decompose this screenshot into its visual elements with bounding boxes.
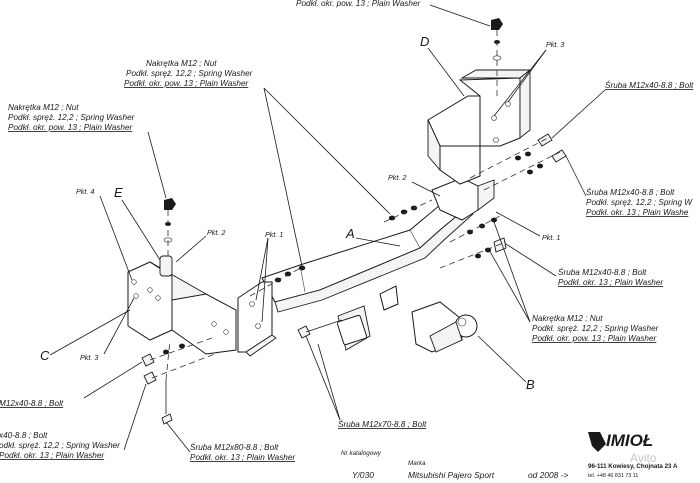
pkt2-mid-label: Pkt. 2 <box>388 173 406 182</box>
svg-text:Śruba M12x40-8.8 ; Bolt: Śruba M12x40-8.8 ; Bolt <box>558 266 647 277</box>
svg-text:Podkł. okr. pow. 13 ; Plain Wa: Podkł. okr. pow. 13 ; Plain Washer <box>532 334 657 343</box>
top-washer-label: Podkł. okr. pow. 13 ; Plain Washer <box>296 0 421 8</box>
pkt1-right-label: Pkt. 1 <box>542 233 560 242</box>
catalog-number-label: Nr katalogowy <box>341 450 382 457</box>
svg-text:Podkł. okr. 13 ; Plain Washer: Podkł. okr. 13 ; Plain Washer <box>190 453 295 462</box>
svg-text:Podkł. spręż. 12,2 ; Spring Wa: Podkł. spręż. 12,2 ; Spring Washer <box>532 324 659 333</box>
part-label-d: D <box>420 34 429 49</box>
part-letters: A B C D E <box>40 34 535 392</box>
svg-text:Nakrętka M12 ; Nut: Nakrętka M12 ; Nut <box>8 103 79 112</box>
svg-text:Podkł. spręż. 12,2 ; Spring Wa: Podkł. spręż. 12,2 ; Spring Washer <box>8 113 135 122</box>
svg-text:Nakrętka M12 ; Nut: Nakrętka M12 ; Nut <box>532 314 603 323</box>
pkt3-left-label: Pkt. 3 <box>80 353 98 362</box>
part-label-e: E <box>114 185 123 200</box>
company-phone: tel. +48 46 831 73 11 <box>588 473 638 479</box>
svg-text:Podkł. okr. 13 ; Plain Washe: Podkł. okr. 13 ; Plain Washe <box>586 208 689 217</box>
company-logo-block: IMIOŁ 96-111 Kowiesy, Chojnata 23 A tel.… <box>588 431 678 479</box>
watermark-text: Avito <box>630 451 657 465</box>
svg-text:Nakrętka M12 ; Nut: Nakrętka M12 ; Nut <box>146 59 217 68</box>
svg-text:Podkł. spręż. 12,2 ; Spring Wa: Podkł. spręż. 12,2 ; Spring Washer <box>126 69 253 78</box>
callout-bolt-right-top: Śruba M12x40-8.8 ; Bolt <box>551 79 694 139</box>
callout-bolt-80: Śruba M12x80-8.8 ; Bolt Podkł. okr. 13 ;… <box>165 421 295 462</box>
svg-text:Podkł. okr. pow. 13 ; Plain Wa: Podkł. okr. pow. 13 ; Plain Washer <box>124 79 249 88</box>
callout-bolt-right-mid: Śruba M12x40-8.8 ; Bolt Podkł. spręż. 12… <box>565 155 693 217</box>
callout-nut-left: Nakrętka M12 ; Nut Podkł. spręż. 12,2 ; … <box>8 103 167 199</box>
part-label-b: B <box>526 377 535 392</box>
main-crossbar-a <box>237 177 495 357</box>
svg-text:odkł. spręż. 12,2 ; Spring Was: odkł. spręż. 12,2 ; Spring Washer <box>0 441 120 450</box>
callout-bolt-left-a: M12x40-8.8 ; Bolt <box>0 361 143 408</box>
svg-text:Śruba M12x40-8.8 ; Bolt: Śruba M12x40-8.8 ; Bolt <box>605 79 694 90</box>
company-logo: IMIOŁ <box>606 431 653 450</box>
catalog-number-value: Y/030 <box>352 470 374 480</box>
company-address: 96-111 Kowiesy, Chojnata 23 A <box>588 463 678 470</box>
pkt-labels: Pkt. 4 Pkt. 2 Pkt. 1 Pkt. 3 Pkt. 3 Pkt. … <box>76 40 564 362</box>
part-label-c: C <box>40 348 50 363</box>
brand-label: Marka <box>408 460 426 467</box>
pkt4-label: Pkt. 4 <box>76 187 94 196</box>
svg-text:Śruba M12x80-8.8 ; Bolt: Śruba M12x80-8.8 ; Bolt <box>190 441 279 452</box>
svg-text:Podkł. okr. 13 ; Plain Washer: Podkł. okr. 13 ; Plain Washer <box>558 278 663 287</box>
callout-nut-right: Nakrętka M12 ; Nut Podkł. spręż. 12,2 ; … <box>487 221 659 343</box>
part-label-a: A <box>345 226 355 241</box>
date-value: od 2008 -> <box>528 470 568 480</box>
svg-text:Podkł. spręż. 12,2 ; Spring W: Podkł. spręż. 12,2 ; Spring W <box>586 198 693 207</box>
svg-text:M12x40-8.8 ; Bolt: M12x40-8.8 ; Bolt <box>0 399 64 408</box>
callout-bolt-70: Śruba M12x70-8.8 ; Bolt <box>305 335 427 429</box>
callout-nut-top: Nakrętka M12 ; Nut Podkł. spręż. 12,2 ; … <box>124 59 391 267</box>
bracket-e <box>127 255 237 355</box>
svg-text:x40-8.8 ; Bolt: x40-8.8 ; Bolt <box>0 431 48 440</box>
svg-text:Śruba M12x40-8.8 ; Bolt: Śruba M12x40-8.8 ; Bolt <box>586 186 675 197</box>
pkt2-left-label: Pkt. 2 <box>207 228 225 237</box>
tow-ball-b <box>336 285 478 353</box>
pkt1-left-label: Pkt. 1 <box>265 230 283 239</box>
catalog-block: Nr katalogowy Y/030 Marka Mitsubishi Paj… <box>341 450 568 480</box>
pkt3-top-label: Pkt. 3 <box>546 40 564 49</box>
svg-text:Podkł. okr. pow. 13 ; Plain Wa: Podkł. okr. pow. 13 ; Plain Washer <box>8 123 133 132</box>
callout-bolt-left-b: x40-8.8 ; Bolt odkł. spręż. 12,2 ; Sprin… <box>0 383 147 460</box>
svg-text:Podkł. okr. 13 ; Plain Washer: Podkł. okr. 13 ; Plain Washer <box>0 451 104 460</box>
hardware-stacks <box>141 18 567 425</box>
callout-bolt-right-low: Śruba M12x40-8.8 ; Bolt Podkł. okr. 13 ;… <box>505 243 663 287</box>
svg-text:Śruba M12x70-8.8 ; Bolt: Śruba M12x70-8.8 ; Bolt <box>338 418 427 429</box>
brand-value: Mitsubishi Pajero Sport <box>408 470 495 480</box>
bracket-d <box>427 69 532 185</box>
